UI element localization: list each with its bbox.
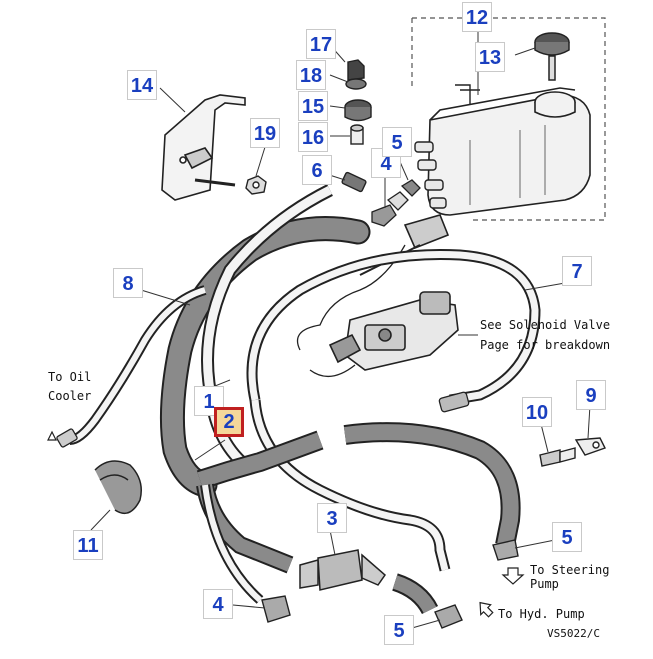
reservoir-dashed-box [412, 17, 606, 221]
nut-19 [245, 175, 267, 195]
pipe-8 [69, 287, 206, 443]
callout-9[interactable]: 9 [576, 380, 606, 410]
hyd-pump-note: To Hyd. Pump [498, 607, 585, 621]
hose-7-fitting [438, 391, 470, 413]
clamp-5-lower [434, 604, 463, 629]
callout-10[interactable]: 10 [522, 397, 552, 427]
mount-stack [344, 59, 372, 145]
solenoid-valve [328, 214, 459, 371]
callout-14[interactable]: 14 [127, 70, 157, 100]
drawing-code: VS5022/C [547, 627, 600, 640]
steering-note-line1: To Steering [530, 563, 610, 577]
reservoir-fittings [414, 84, 480, 209]
clamp-5-upper [400, 179, 421, 197]
solenoid-note-line2: Page for breakdown [480, 338, 611, 352]
callout-15[interactable]: 15 [298, 91, 328, 121]
callout-12[interactable]: 12 [462, 2, 492, 32]
return-hose [161, 218, 369, 496]
leader-lines [90, 44, 591, 629]
callout-5-right[interactable]: 5 [552, 522, 582, 552]
oil-cooler-note-line2: Cooler [48, 389, 92, 403]
callout-5-upper[interactable]: 5 [382, 127, 412, 157]
steering-arrow-icon [501, 567, 525, 585]
callout-4-lower[interactable]: 4 [203, 589, 233, 619]
callout-2-selected[interactable]: 2 [214, 407, 244, 437]
hose-lower-d [202, 484, 262, 603]
fluid-reservoir [427, 87, 591, 216]
bolt-10 [539, 447, 576, 467]
callout-7[interactable]: 7 [562, 256, 592, 286]
clip-4-upper [371, 191, 409, 227]
callout-11[interactable]: 11 [73, 530, 103, 560]
hose-lower-a [197, 432, 323, 488]
hose-lower-b [343, 424, 519, 547]
clamp-11 [94, 460, 142, 515]
callout-5-lower[interactable]: 5 [384, 615, 414, 645]
pipe-8-fitting [56, 428, 78, 448]
callout-3[interactable]: 3 [317, 503, 347, 533]
reservoir-cap [534, 32, 570, 81]
mounting-bracket [161, 94, 246, 201]
callout-19[interactable]: 19 [250, 118, 280, 148]
hyd-pump-arrow-icon [479, 601, 494, 618]
pressure-line [251, 399, 449, 571]
hose-7 [248, 250, 539, 404]
solenoid-note-line1: See Solenoid Valve [480, 318, 611, 332]
callout-6[interactable]: 6 [302, 155, 332, 185]
bracket-9 [574, 437, 606, 456]
callout-16[interactable]: 16 [298, 122, 328, 152]
callout-17[interactable]: 17 [306, 29, 336, 59]
callout-13[interactable]: 13 [475, 42, 505, 72]
oil-cooler-arrow-icon [47, 430, 57, 441]
clamp-5-right [492, 539, 519, 561]
callout-8[interactable]: 8 [113, 268, 143, 298]
clip-4-lower [261, 595, 291, 623]
steering-note-line2: Pump [530, 577, 559, 591]
callout-1[interactable]: 1 [194, 386, 224, 416]
oil-cooler-note-line1: To Oil [48, 370, 92, 384]
fitting-6 [341, 171, 367, 193]
callout-18[interactable]: 18 [296, 60, 326, 90]
inline-filter [299, 549, 387, 591]
